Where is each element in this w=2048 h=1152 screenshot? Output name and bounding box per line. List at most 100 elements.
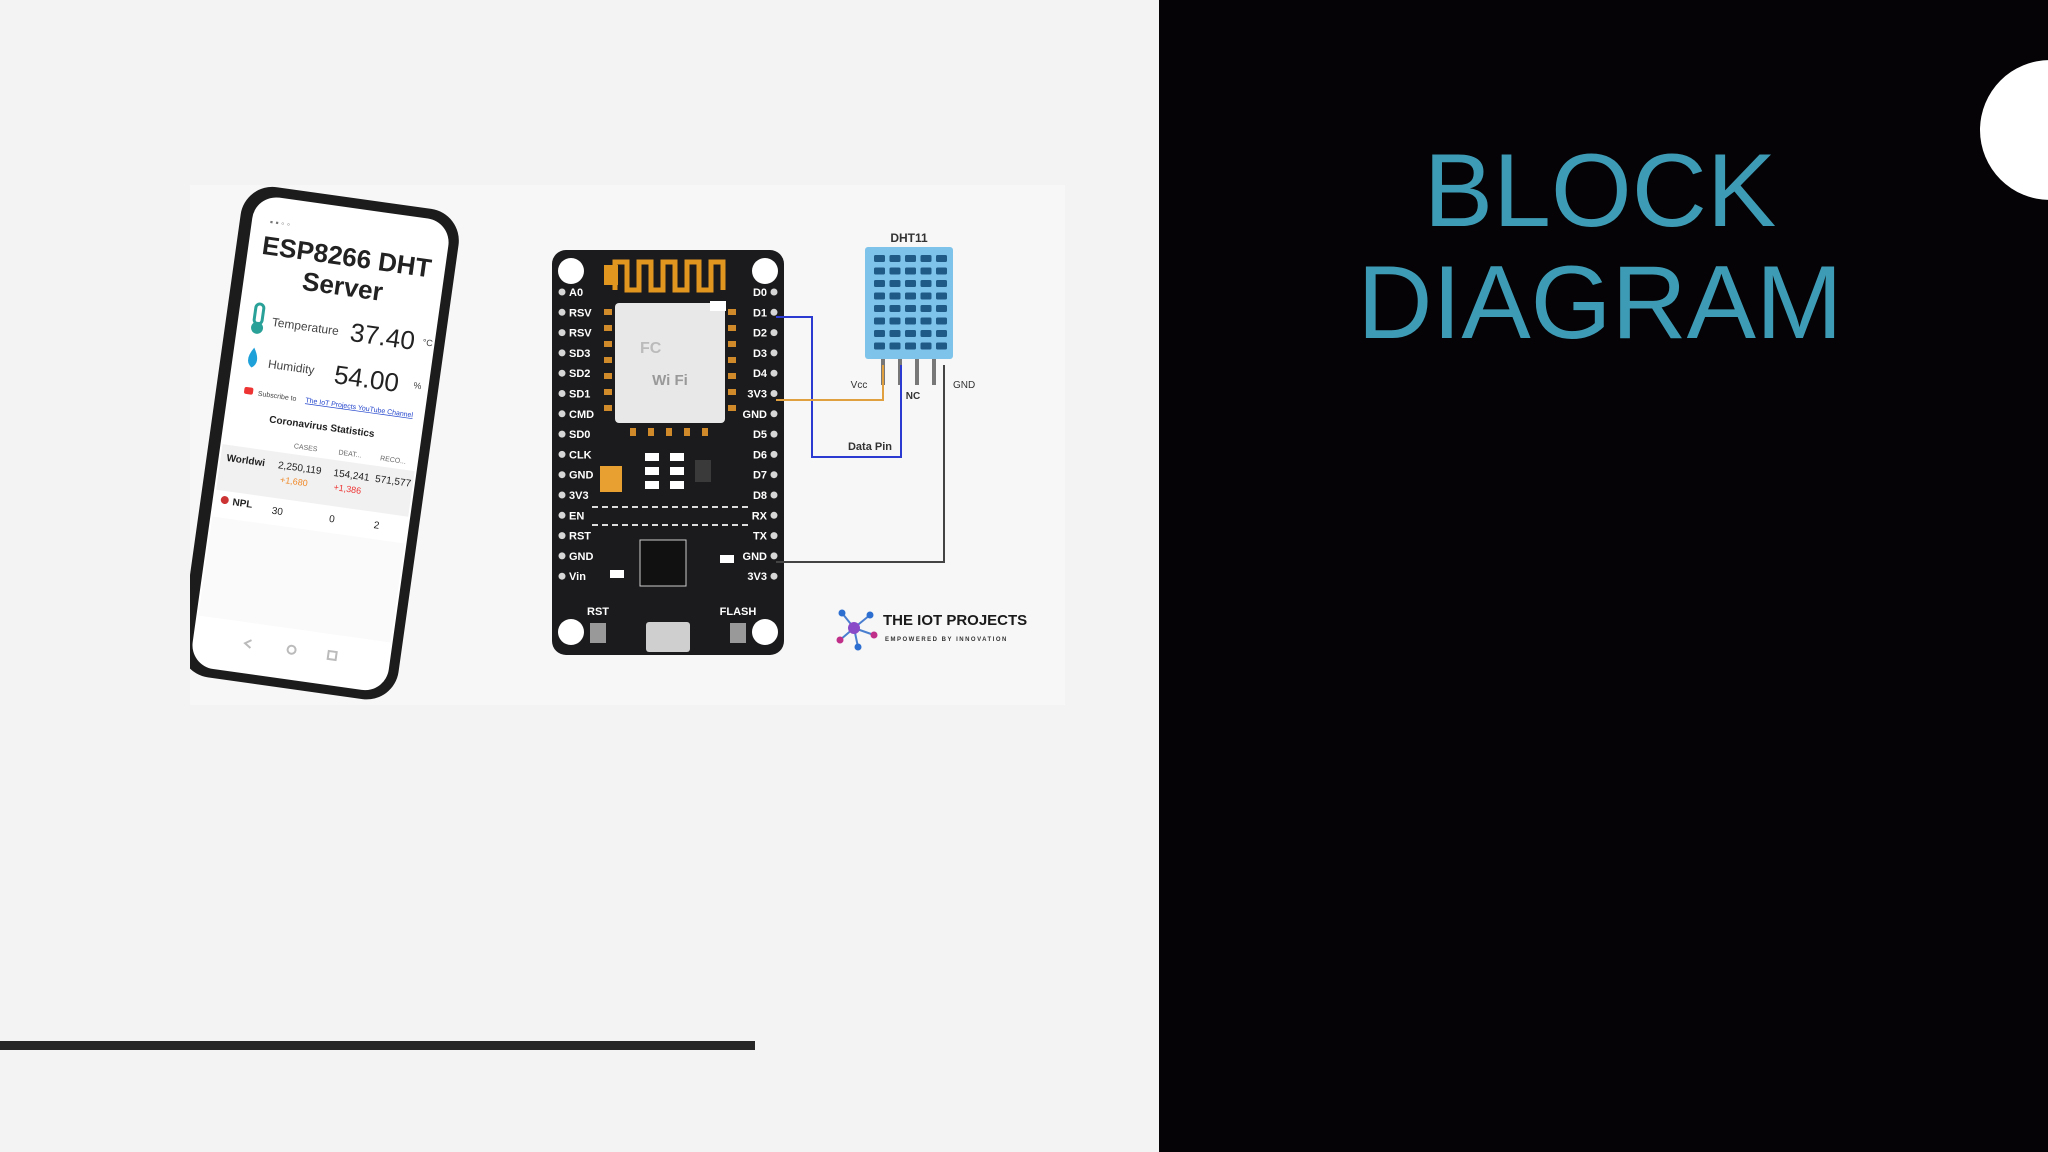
thermometer-icon: [251, 302, 266, 334]
humidity-label: Humidity: [267, 357, 315, 377]
pin-dot: [770, 308, 778, 316]
left-pin-label: SD2: [569, 368, 590, 380]
left-pin-label: EN: [569, 510, 584, 522]
pin-dot: [770, 288, 778, 296]
slide-title: BLOCK DIAGRAM: [1260, 135, 1940, 359]
right-pin-label: 3V3: [747, 571, 767, 583]
grille-slot: [874, 280, 885, 287]
pin-dot: [770, 511, 778, 519]
pin-dot: [770, 430, 778, 438]
pin-dot: [770, 532, 778, 540]
stats-row-world: [216, 444, 415, 517]
vcc-label: Vcc: [851, 380, 868, 391]
pin-dot: [558, 390, 566, 397]
pin-dot: [558, 430, 566, 438]
rst-button: [590, 623, 606, 643]
grille-slot: [905, 317, 916, 325]
left-pin-label: GND: [569, 551, 594, 563]
android-nav-bar: [243, 639, 338, 662]
data-pin-label: Data Pin: [848, 441, 892, 453]
left-pin-label: SD1: [569, 389, 590, 401]
wifi-chip-label: Wi Fi: [652, 372, 688, 389]
grille-slot: [920, 305, 932, 312]
stats-npl-deaths: 0: [328, 514, 335, 526]
grille-slot: [905, 280, 916, 287]
dht11-grille: [874, 255, 947, 350]
left-pin-label: CMD: [569, 409, 594, 421]
rst-label: RST: [587, 606, 609, 618]
right-pin-label: D7: [753, 470, 767, 482]
water-drop-icon: [248, 347, 258, 368]
right-pin-label: D2: [753, 328, 767, 340]
title-line-2: DIAGRAM: [1357, 245, 1843, 361]
left-pin-header: A0RSVRSVSD3SD2SD1CMDSD0CLKGND3V3ENRSTGND…: [558, 287, 594, 583]
grille-slot: [889, 317, 901, 325]
grille-slot: [920, 267, 932, 275]
grille-slot: [936, 280, 947, 287]
right-pin-label: GND: [743, 409, 768, 421]
grille-slot: [889, 342, 901, 350]
stats-world-recovered: 571,577: [374, 474, 412, 490]
dht11-pins: [881, 359, 936, 385]
right-panel: [1159, 0, 2048, 1152]
grille-slot: [936, 292, 947, 300]
pin-dot: [558, 288, 566, 296]
stats-header-deaths: DEAT...: [338, 449, 362, 459]
pin-dot: [558, 511, 566, 519]
pin-dot: [558, 532, 566, 540]
pin-dot: [770, 471, 778, 479]
mount-hole: [752, 619, 778, 645]
nc-label: NC: [906, 391, 920, 402]
usb-port: [646, 622, 690, 652]
gnd-label: GND: [953, 380, 975, 391]
right-pin-label: D8: [753, 490, 767, 502]
stats-row-world-label: Worldwi: [226, 453, 266, 469]
block-diagram-svg: ▪ ▪ ◦ ◦ ESP8266 DHT Server Temperature 3…: [180, 186, 1027, 700]
left-pin-label: SD0: [569, 429, 590, 441]
left-pin-label: RSV: [569, 328, 592, 340]
humidity-unit: %: [413, 380, 422, 391]
iot-projects-logo: THE IOT PROJECTS EMPOWERED BY INNOVATION: [836, 609, 1027, 651]
stats-header-recovered: RECO...: [380, 455, 407, 466]
right-pin-label: D3: [753, 348, 767, 360]
youtube-icon: [244, 386, 254, 395]
module-pads: [604, 309, 736, 436]
vcc-wire: [776, 365, 884, 401]
pin-dot: [770, 329, 778, 337]
stats-world-cases-delta: +1,680: [279, 475, 308, 489]
grille-slot: [920, 317, 932, 325]
pin-dot: [558, 471, 566, 479]
pin-dot: [770, 552, 778, 560]
accent-bar: [0, 1041, 755, 1050]
left-pin-label: GND: [569, 470, 594, 482]
left-pin-label: SD3: [569, 348, 590, 360]
grille-slot: [889, 305, 901, 312]
left-pin-label: 3V3: [569, 490, 589, 502]
wiring: [776, 316, 945, 563]
svg-text:▪ ▪ ◦ ◦: ▪ ▪ ◦ ◦: [269, 217, 290, 230]
pin-dot: [770, 450, 778, 458]
dht11-sensor: DHT11 Vcc NC GND Data Pin: [848, 231, 975, 453]
grille-slot: [874, 267, 885, 275]
right-pin-label: TX: [753, 531, 768, 543]
voltage-regulator: [600, 466, 622, 492]
stats-row-npl-label: NPL: [232, 497, 253, 511]
grille-slot: [905, 330, 916, 337]
flash-button: [730, 623, 746, 643]
grille-slot: [936, 267, 947, 275]
grille-slot: [936, 330, 947, 337]
usb-serial-chip: [639, 539, 687, 587]
pin-dot: [770, 349, 778, 357]
grille-slot: [936, 317, 947, 325]
pin-dot: [558, 491, 566, 499]
grille-slot: [905, 342, 916, 350]
pin-dot: [558, 349, 566, 357]
mount-hole: [558, 258, 584, 284]
right-pin-label: D6: [753, 449, 767, 461]
grille-slot: [936, 305, 947, 312]
block-diagram-image: ▪ ▪ ◦ ◦ ESP8266 DHT Server Temperature 3…: [180, 185, 1065, 705]
pin-dot: [770, 410, 778, 418]
pin-dot: [770, 491, 778, 499]
grille-slot: [920, 342, 932, 350]
